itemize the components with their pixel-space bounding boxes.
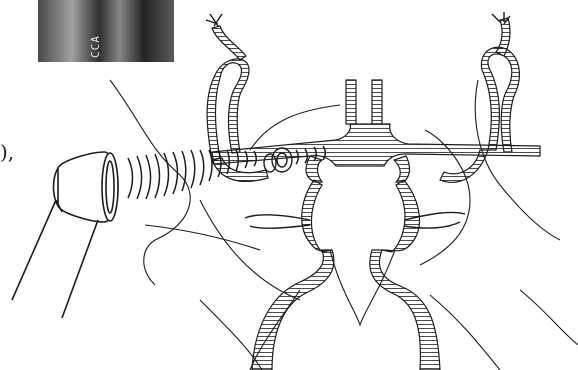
branch-twigs	[206, 12, 510, 228]
vertebral-arteries	[252, 180, 440, 370]
ultrasound-probe	[54, 152, 119, 222]
